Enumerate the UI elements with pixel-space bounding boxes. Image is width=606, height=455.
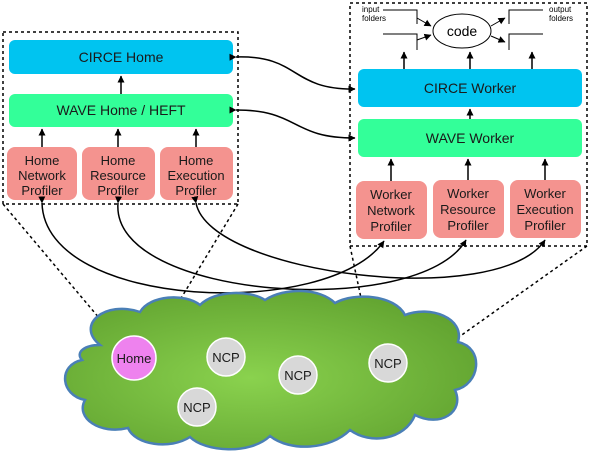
circe-home-box: CIRCE Home <box>9 40 233 74</box>
profiler-label: Network <box>367 203 415 218</box>
output-folders-label: folders <box>549 14 573 23</box>
output-folders-label: output <box>549 5 572 14</box>
ncp-node-label: NCP <box>284 368 311 383</box>
profiler-label: Execution <box>516 202 573 217</box>
profiler-label: Home <box>25 153 60 168</box>
ncp-node: NCP <box>177 387 217 427</box>
worker-execution-profiler: Worker Execution Profiler <box>510 180 581 238</box>
profiler-label: Home <box>179 153 214 168</box>
worker-network-profiler: Worker Network Profiler <box>356 181 427 239</box>
profiler-label: Worker <box>524 186 566 201</box>
output-folders-group: output folders <box>508 5 573 50</box>
profiler-label: Profiler <box>447 218 489 233</box>
worker-resource-profiler: Worker Resource Profiler <box>433 180 504 238</box>
code-arrows <box>416 17 506 43</box>
wave-home-box: WAVE Home / HEFT <box>9 94 233 127</box>
input-folders-group: input folders <box>362 5 418 50</box>
profiler-label: Resource <box>440 202 496 217</box>
ncp-node-label: NCP <box>374 356 401 371</box>
worker-internal-arrows <box>387 51 549 181</box>
code-label: code <box>447 23 478 39</box>
ncp-node-label: NCP <box>183 400 210 415</box>
profiler-label: Worker <box>447 186 489 201</box>
profiler-label: Execution <box>167 168 224 183</box>
home-internal-arrows <box>38 75 200 147</box>
home-network-profiler: Home Network Profiler <box>7 147 77 200</box>
home-resource-profiler: Home Resource Profiler <box>82 147 155 200</box>
profiler-label: Worker <box>370 187 412 202</box>
profiler-label: Profiler <box>524 218 566 233</box>
circe-worker-box: CIRCE Worker <box>358 69 582 107</box>
code-block: input folders code output folders <box>362 5 573 50</box>
home-node-label: Home <box>117 351 152 366</box>
profiler-label: Network <box>18 168 66 183</box>
wave-worker-label: WAVE Worker <box>426 130 515 146</box>
ncp-node: NCP <box>278 355 318 395</box>
home-execution-profiler: Home Execution Profiler <box>160 147 233 200</box>
profiler-label: Profiler <box>370 219 412 234</box>
cross-connections <box>229 53 356 142</box>
input-folders-label: input <box>362 5 380 14</box>
profiler-label: Profiler <box>21 183 63 198</box>
wave-worker-box: WAVE Worker <box>358 119 582 157</box>
home-node: Home <box>111 335 157 381</box>
profiler-label: Profiler <box>97 183 139 198</box>
ncp-node-label: NCP <box>212 350 239 365</box>
cloud-shape <box>63 289 478 451</box>
circe-home-label: CIRCE Home <box>79 49 164 65</box>
circe-worker-label: CIRCE Worker <box>424 80 517 96</box>
profiler-links <box>38 195 546 294</box>
code-ellipse <box>432 13 492 49</box>
ncp-node: NCP <box>206 337 246 377</box>
profiler-label: Resource <box>90 168 146 183</box>
ncp-node: NCP <box>368 343 408 383</box>
wave-home-label: WAVE Home / HEFT <box>56 102 186 118</box>
input-folders-label: folders <box>362 14 386 23</box>
profiler-label: Home <box>101 153 136 168</box>
profiler-label: Profiler <box>175 183 217 198</box>
